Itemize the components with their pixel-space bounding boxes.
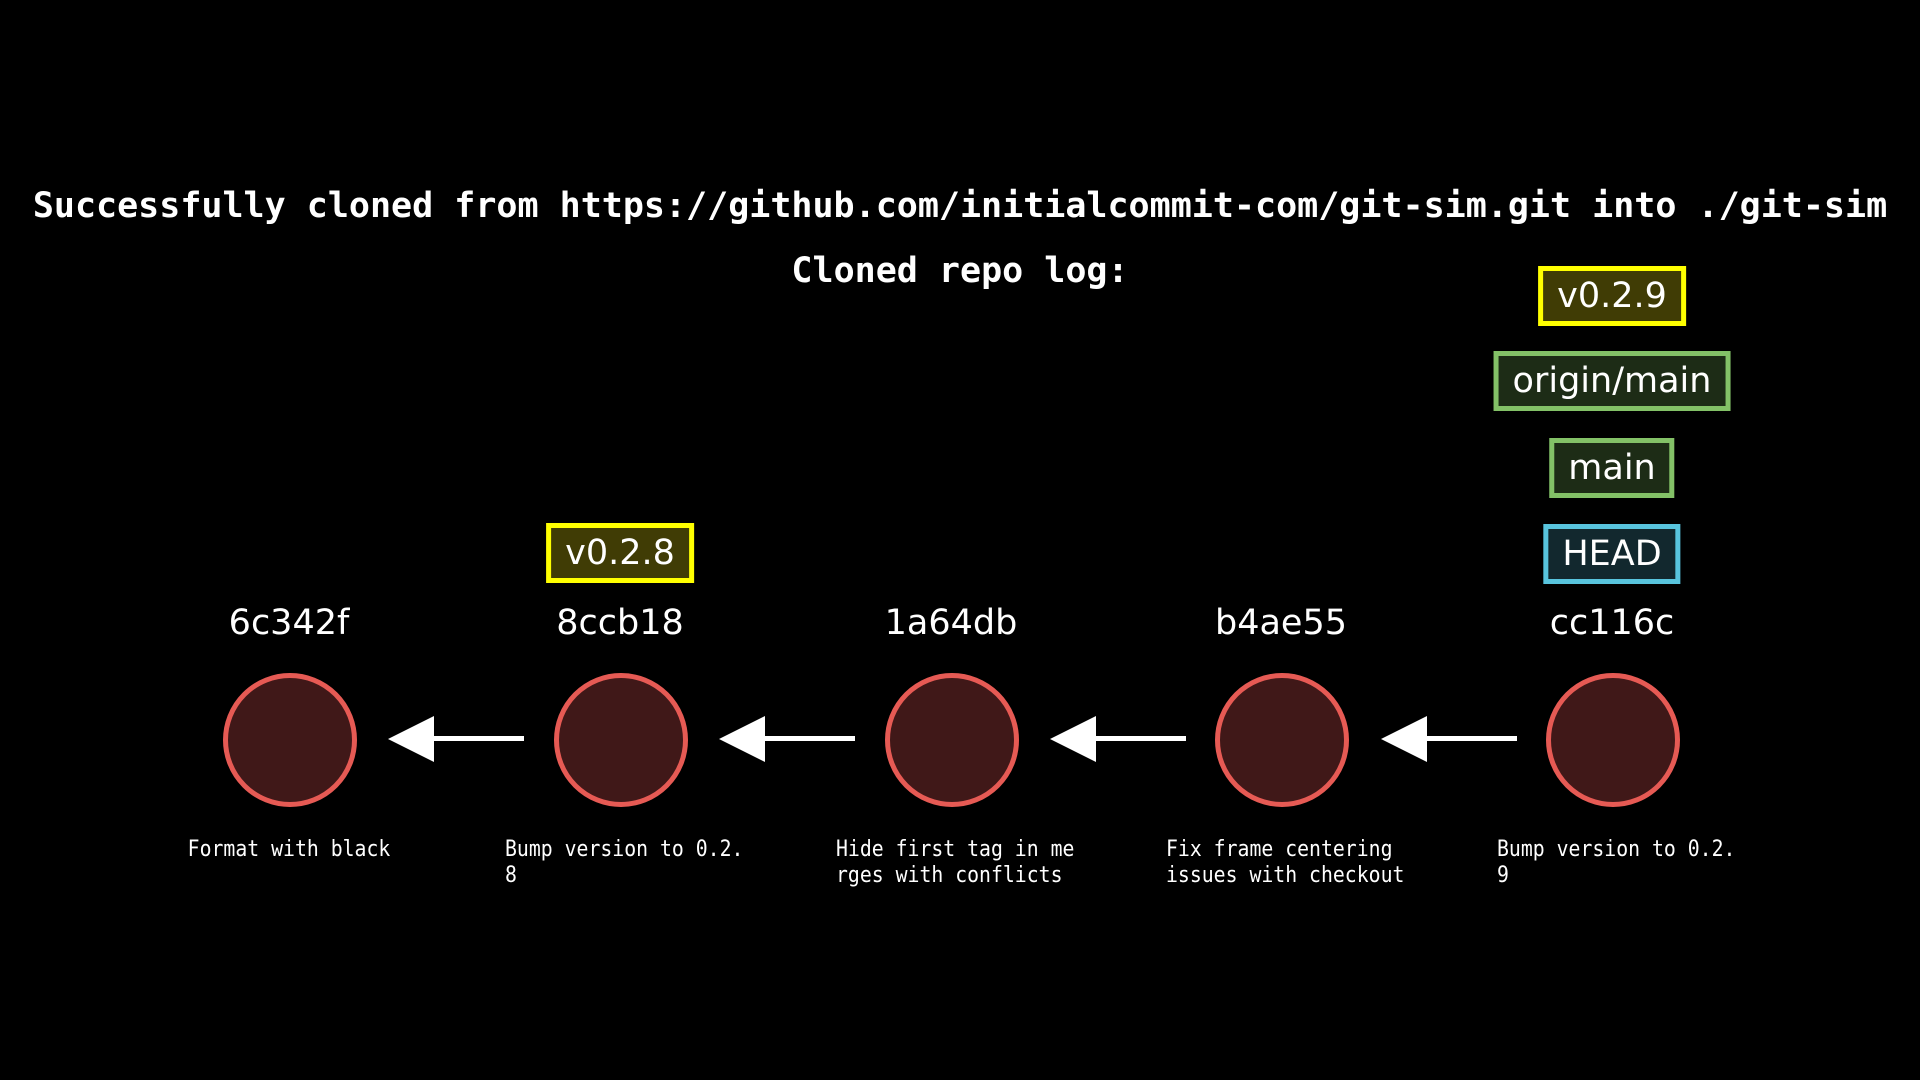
commit-circle-icon (1546, 673, 1680, 807)
commit-hash: 8ccb18 (556, 603, 684, 643)
commit-circle-icon (885, 673, 1019, 807)
branch-label: main (1549, 438, 1675, 498)
subtitle: Cloned repo log: (791, 251, 1129, 291)
commit-circle-icon (223, 673, 357, 807)
commit-hash: 6c342f (228, 603, 350, 643)
arrow-left-icon (1050, 716, 1186, 762)
tag-label: v0.2.9 (1538, 266, 1686, 326)
head-label: HEAD (1543, 524, 1681, 584)
commit-node: 1a64db Hide first tag in me rges with co… (786, 0, 1116, 1080)
commit-message: Bump version to 0.2. 8 (505, 836, 744, 888)
commit-node: b4ae55 Fix frame centering issues with c… (1116, 0, 1446, 1080)
arrow-left-icon (1381, 716, 1517, 762)
branch-label: origin/main (1493, 351, 1731, 411)
arrow-left-icon (388, 716, 524, 762)
commit-hash: cc116c (1549, 603, 1675, 643)
commit-message: Fix frame centering issues with checkout (1166, 836, 1405, 888)
commit-node: 8ccb18 Bump version to 0.2. 8 (455, 0, 785, 1080)
title: Successfully cloned from https://github.… (32, 186, 1888, 226)
arrow-left-icon (719, 716, 855, 762)
commit-message: Bump version to 0.2. 9 (1497, 836, 1736, 888)
commit-hash: 1a64db (884, 603, 1018, 643)
commit-node: 6c342f Format with black (124, 0, 454, 1080)
commit-message: Hide first tag in me rges with conflicts (836, 836, 1075, 888)
commit-circle-icon (554, 673, 688, 807)
commit-message: Format with black (187, 836, 391, 862)
commit-hash: b4ae55 (1214, 603, 1347, 643)
commit-circle-icon (1215, 673, 1349, 807)
commit-node: cc116c Bump version to 0.2. 9 (1447, 0, 1777, 1080)
tag-label: v0.2.8 (546, 523, 694, 583)
